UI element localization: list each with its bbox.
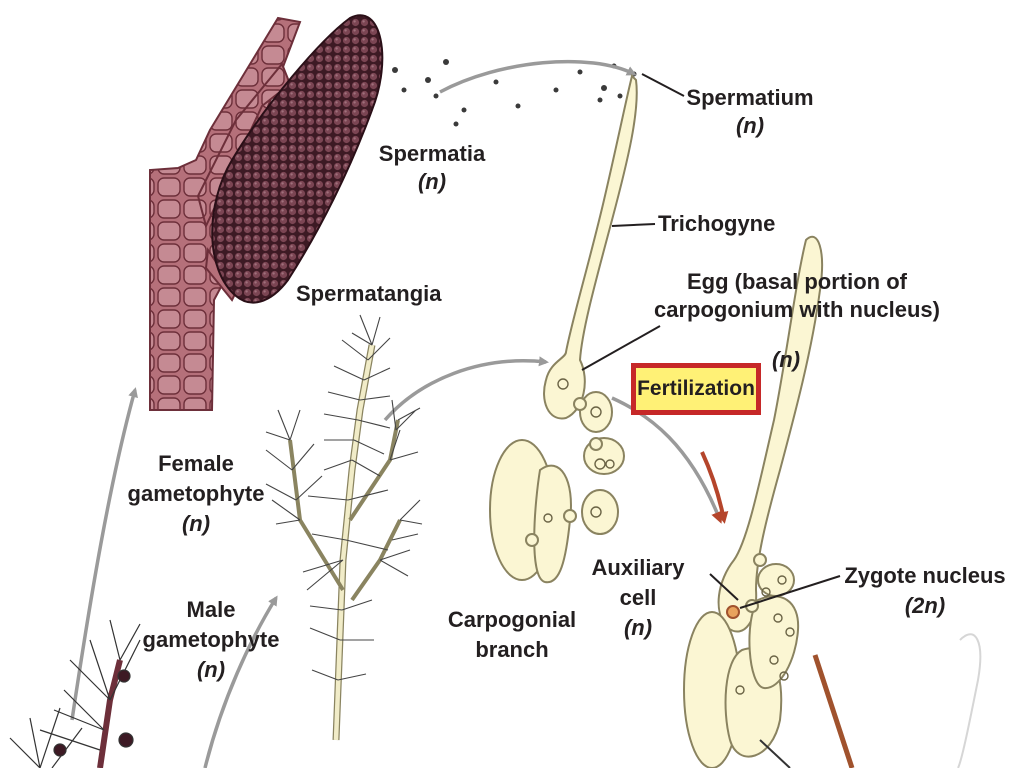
label-egg-ploidy: (n) <box>771 347 801 372</box>
cell-nuclei-center <box>543 378 615 523</box>
label-spermatia: Spermatia <box>378 141 486 166</box>
spermatangia-thallus <box>149 14 384 411</box>
fertilization-badge: Fertilization <box>631 363 761 415</box>
label-trichogyne: Trichogyne <box>658 211 776 236</box>
faded-cell-outline <box>957 633 982 769</box>
label-female-line1: Female <box>158 451 234 476</box>
bottom-leader-line <box>759 739 791 769</box>
label-zygote-line1: Zygote nucleus <box>844 563 1006 588</box>
label-zygote-ploidy: (2n) <box>904 593 946 618</box>
trichogyne-shape <box>543 74 638 420</box>
label-auxiliary-line1: Auxiliary <box>591 555 685 580</box>
label-spermatia-ploidy: (n) <box>417 169 447 194</box>
label-egg-line2: carpogonium with nucleus) <box>653 297 940 322</box>
label-male-ploidy: (n) <box>196 657 226 682</box>
female-gametophyte-plant <box>265 314 423 741</box>
carposporophyte-arrow <box>812 654 855 769</box>
cell-nuclei-right <box>735 575 795 695</box>
label-female-line2: gametophyte <box>127 481 265 506</box>
label-carpogonial-line1: Carpogonial <box>447 607 577 632</box>
label-auxiliary-line2: cell <box>619 585 657 610</box>
label-spermatium: Spermatium <box>686 85 814 110</box>
label-spermatium-ploidy: (n) <box>735 113 765 138</box>
fertilized-carpogonium <box>683 235 824 769</box>
zygote-nucleus <box>726 605 740 619</box>
carpogonial-branch <box>489 74 638 584</box>
label-auxiliary-ploidy: (n) <box>623 615 653 640</box>
fertilization-label: Fertilization <box>636 368 756 410</box>
leader-lines <box>581 73 841 609</box>
lifecycle-arrows <box>70 59 723 769</box>
fertilization-arrow <box>700 451 729 524</box>
spermatangium-cluster <box>211 14 384 304</box>
label-carpogonial-line2: branch <box>475 637 549 662</box>
label-male-line2: gametophyte <box>142 627 280 652</box>
male-gametophyte-plant <box>9 619 141 769</box>
label-male-line1: Male <box>186 597 236 622</box>
spermatia-dots <box>392 59 637 127</box>
label-spermatangia: Spermatangia <box>296 281 442 306</box>
label-female-ploidy: (n) <box>181 511 211 536</box>
label-egg-line1: Egg (basal portion of <box>687 269 907 294</box>
